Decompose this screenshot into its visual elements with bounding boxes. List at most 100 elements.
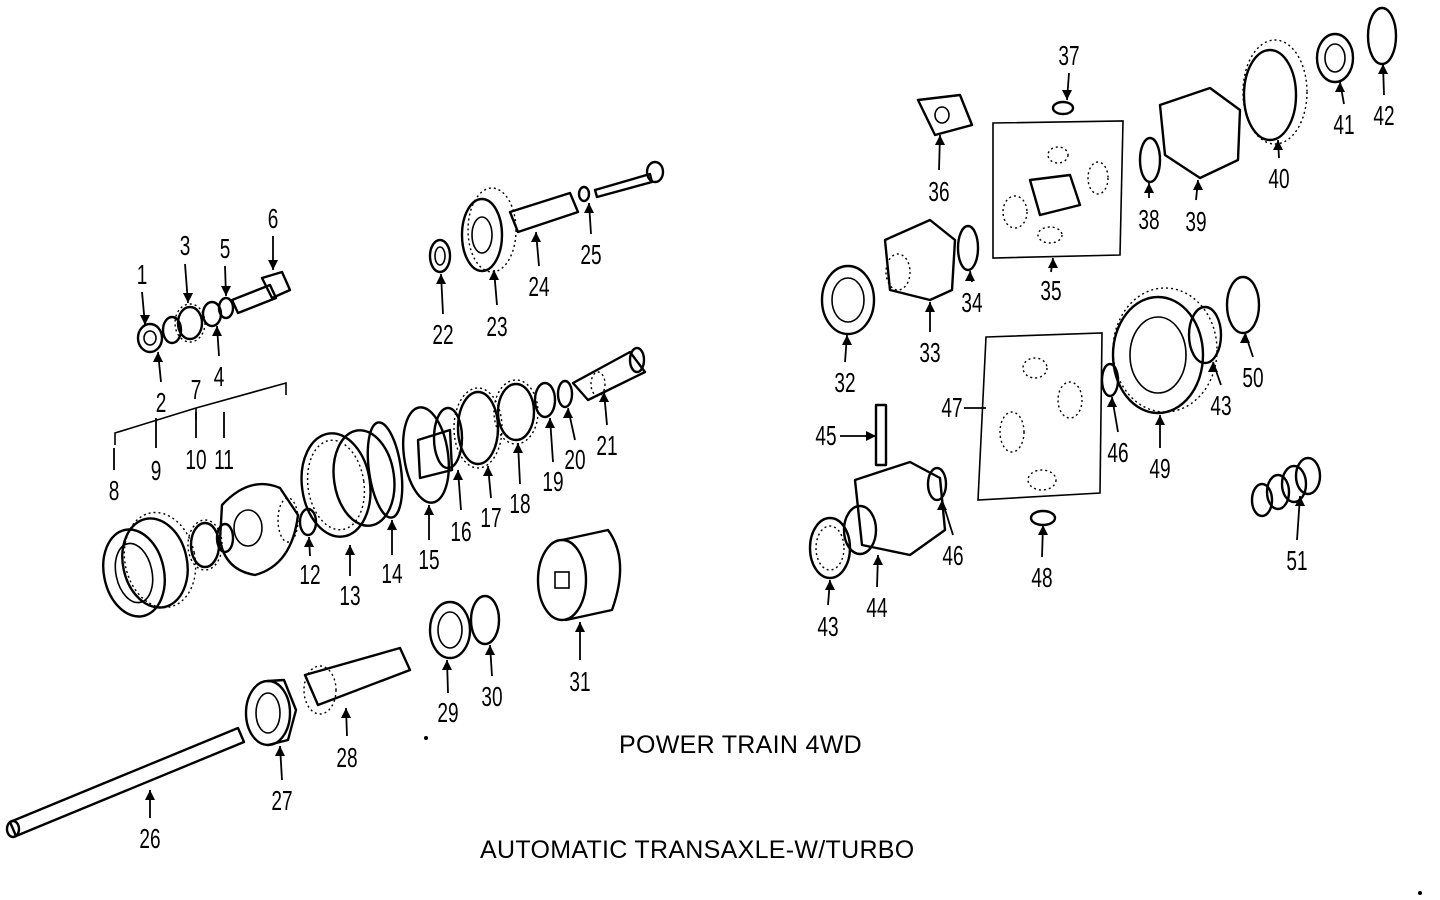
- leader-arrowhead-49: [1155, 415, 1165, 425]
- leader-arrowhead-44: [873, 555, 883, 565]
- callout-number-49: 49: [1149, 453, 1170, 485]
- callout-number-19: 19: [542, 466, 563, 498]
- leader-lines: [113, 63, 1388, 818]
- leader-arrowhead-27: [275, 746, 285, 756]
- callout-number-3: 3: [180, 230, 191, 262]
- leader-arrowhead-24: [531, 232, 541, 242]
- leader-arrowhead-50: [1240, 333, 1250, 343]
- leader-arrowhead-2: [153, 352, 163, 362]
- leader-arrowhead-21: [599, 392, 609, 402]
- leader-arrowhead-43: [1208, 362, 1218, 372]
- callout-number-12: 12: [299, 559, 320, 591]
- callout-number-46: 46: [942, 540, 963, 572]
- callout-number-24: 24: [528, 271, 549, 303]
- callout-number-33: 33: [919, 337, 940, 369]
- callout-number-46: 46: [1107, 437, 1128, 469]
- callout-number-30: 30: [481, 681, 502, 713]
- leader-arrowhead-6: [268, 260, 278, 270]
- callout-number-34: 34: [961, 287, 982, 319]
- callout-number-29: 29: [437, 697, 458, 729]
- leader-arrowhead-16: [453, 470, 463, 480]
- leader-arrowhead-32: [842, 335, 852, 345]
- leader-arrowhead-4: [212, 326, 222, 336]
- leader-arrowhead-17: [483, 466, 493, 476]
- callout-number-27: 27: [271, 785, 292, 817]
- callout-number-16: 16: [450, 516, 471, 548]
- callout-number-1: 1: [137, 259, 148, 291]
- leader-arrowhead-34: [965, 271, 975, 281]
- callout-number-32: 32: [834, 367, 855, 399]
- callout-number-43: 43: [1210, 390, 1231, 422]
- leader-arrowhead-38: [1144, 183, 1154, 193]
- callout-number-13: 13: [339, 580, 360, 612]
- leader-arrowhead-30: [485, 645, 495, 655]
- leader-arrowhead-46: [937, 500, 947, 510]
- callout-number-41: 41: [1333, 109, 1354, 141]
- leader-arrowhead-35: [1048, 258, 1058, 268]
- callout-number-9: 9: [151, 455, 162, 487]
- leader-arrowhead-19: [545, 418, 555, 428]
- leader-arrowhead-26: [145, 790, 155, 800]
- leader-arrowhead-20: [563, 408, 573, 418]
- leader-arrowhead-42: [1378, 64, 1388, 74]
- leader-arrowhead-36: [935, 135, 945, 145]
- callout-number-23: 23: [486, 311, 507, 343]
- leader-arrowhead-29: [442, 660, 452, 670]
- callout-number-45: 45: [815, 420, 836, 452]
- callout-number-17: 17: [480, 502, 501, 534]
- callout-number-6: 6: [268, 203, 279, 235]
- diagram-caption-transaxle: AUTOMATIC TRANSAXLE-W/TURBO: [480, 836, 915, 864]
- callout-number-36: 36: [928, 176, 949, 208]
- callout-number-26: 26: [139, 823, 160, 855]
- callout-number-40: 40: [1268, 163, 1289, 195]
- leader-arrowhead-41: [1335, 82, 1345, 92]
- callout-number-31: 31: [569, 666, 590, 698]
- leader-arrowhead-31: [575, 622, 585, 632]
- callout-number-37: 37: [1058, 40, 1079, 72]
- callout-number-18: 18: [509, 488, 530, 520]
- callout-number-51: 51: [1286, 545, 1307, 577]
- leader-arrowhead-13: [345, 545, 355, 555]
- leader-arrowhead-1: [140, 315, 150, 325]
- callout-number-20: 20: [564, 444, 585, 476]
- callout-number-50: 50: [1242, 362, 1263, 394]
- leader-arrowhead-5: [221, 286, 231, 296]
- callout-number-10: 10: [185, 444, 206, 476]
- leader-arrowhead-3: [183, 293, 193, 303]
- callout-number-35: 35: [1040, 275, 1061, 307]
- callout-number-38: 38: [1138, 204, 1159, 236]
- leader-arrowhead-37: [1062, 90, 1072, 100]
- leader-arrowhead-48: [1038, 525, 1048, 535]
- leader-arrowhead-14: [387, 520, 397, 530]
- leader-arrowhead-15: [424, 505, 434, 515]
- leader-arrowhead-18: [513, 443, 523, 453]
- callout-number-22: 22: [432, 319, 453, 351]
- callout-number-28: 28: [336, 742, 357, 774]
- leader-arrowhead-12: [304, 537, 314, 547]
- callout-number-44: 44: [866, 592, 887, 624]
- callout-number-7: 7: [191, 374, 202, 406]
- leader-arrowhead-46: [1107, 397, 1117, 407]
- callout-number-42: 42: [1373, 100, 1394, 132]
- leader-arrowhead-28: [341, 708, 351, 718]
- callout-number-8: 8: [109, 475, 120, 507]
- leader-arrowhead-25: [584, 203, 594, 213]
- callout-number-47: 47: [941, 392, 962, 424]
- callout-number-43: 43: [817, 611, 838, 643]
- callout-number-39: 39: [1185, 206, 1206, 238]
- callout-number-2: 2: [156, 387, 167, 419]
- callout-number-14: 14: [381, 558, 402, 590]
- leader-arrowhead-33: [925, 302, 935, 312]
- leader-arrowhead-23: [489, 270, 499, 280]
- leader-arrowhead-39: [1193, 180, 1203, 190]
- leader-arrowhead-40: [1273, 140, 1283, 150]
- callout-number-21: 21: [596, 430, 617, 462]
- callout-number-25: 25: [580, 239, 601, 271]
- callout-number-5: 5: [220, 233, 231, 265]
- diagram-caption-power-train: POWER TRAIN 4WD: [619, 731, 862, 759]
- leader-arrowhead-43: [825, 580, 835, 590]
- leader-arrowhead-51: [1295, 496, 1305, 506]
- callout-number-48: 48: [1031, 562, 1052, 594]
